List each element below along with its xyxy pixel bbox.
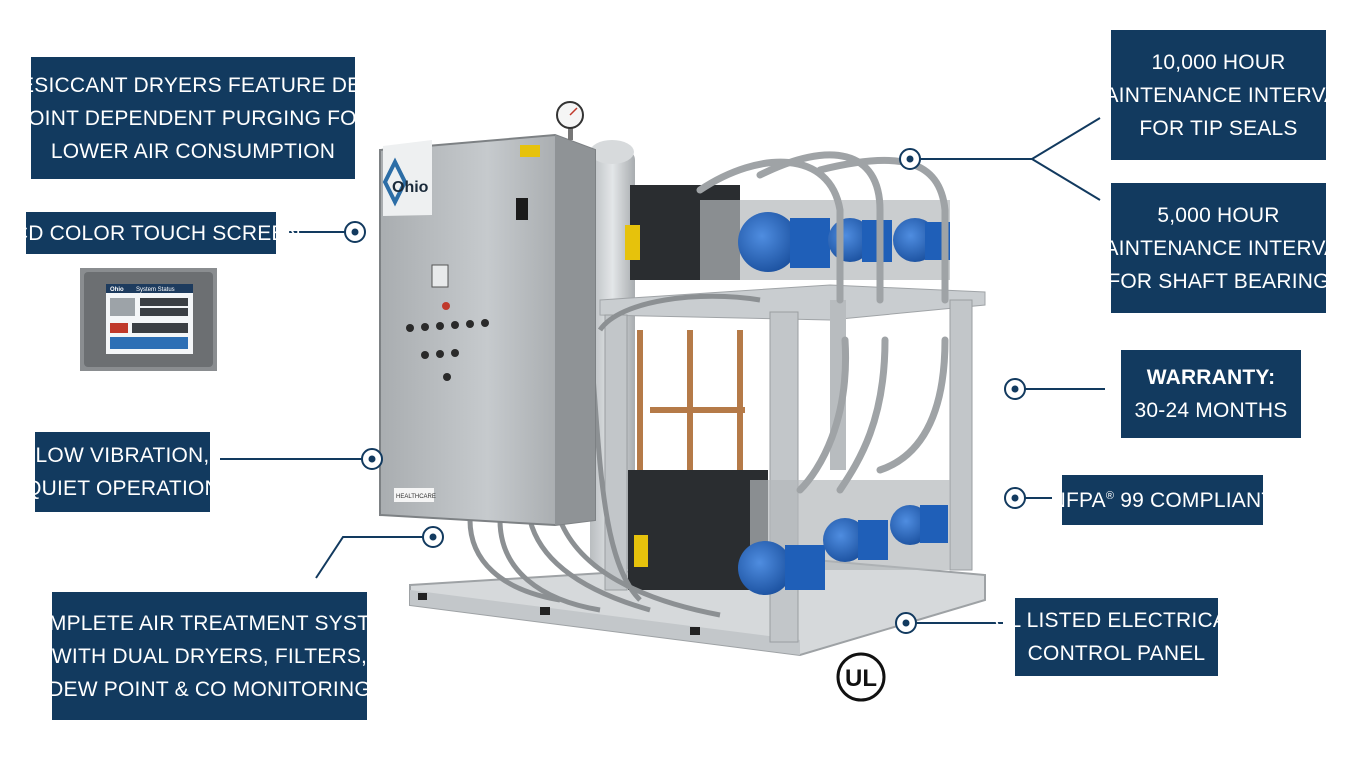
leader-lines (220, 117, 1105, 624)
warranty-title: WARRANTY: (1147, 361, 1276, 394)
callout-shaft-bearing-interval: 5,000 HOUR MAINTENANCE INTERVAL FOR SHAF… (1087, 183, 1350, 313)
callout-line: FOR TIP SEALS (1139, 116, 1298, 140)
lower-compressors (628, 470, 950, 595)
target-marker (361, 448, 383, 470)
lcd-title: System Status (136, 287, 175, 293)
callout-line: POINT DEPENDENT PURGING FOR (13, 106, 373, 130)
motor (738, 541, 825, 595)
warranty-value: 30-24 MONTHS (1134, 399, 1288, 422)
callout-tip-seals-interval: 10,000 HOUR MAINTENANCE INTERVAL FOR TIP… (1087, 30, 1350, 160)
registered-mark: ® (1105, 489, 1115, 502)
callout-line: MAINTENANCE INTERVAL (1086, 83, 1351, 107)
callout-warranty: WARRANTY: 30-24 MONTHS (1121, 350, 1301, 438)
nfpa-prefix: NFPA (1050, 488, 1106, 512)
panel-brand: Ohio (392, 179, 429, 196)
target-marker (344, 221, 366, 243)
callout-line: QUIET OPERATION (25, 477, 220, 500)
callout-line: LOWER AIR CONSUMPTION (50, 139, 336, 163)
control-panel-cabinet: Ohio HEALTHCARE (379, 133, 596, 527)
target-marker (1004, 378, 1026, 400)
callout-line: WITH DUAL DRYERS, FILTERS, (51, 644, 368, 668)
motor (893, 218, 950, 262)
motor (738, 212, 830, 272)
callout-line: NFPA® 99 COMPLIANT (1051, 484, 1275, 517)
callout-line: 5,000 HOUR (1157, 203, 1280, 227)
callout-line: CONTROL PANEL (1027, 642, 1206, 665)
copper-piping (637, 330, 745, 470)
callout-line: DESICCANT DRYERS FEATURE DEW (4, 73, 382, 97)
panel-label: HEALTHCARE (396, 494, 436, 500)
warranty-title-text: WARRANTY: (1146, 366, 1276, 389)
callout-ul-listed-panel: UL LISTED ELECTRICAL CONTROL PANEL (994, 598, 1239, 676)
base-frame (409, 558, 986, 657)
lcd-brand: Ohio (110, 287, 124, 293)
callout-low-vibration: LOW VIBRATION, QUIET OPERATION (25, 432, 220, 512)
callout-nfpa-compliant: NFPA® 99 COMPLIANT (1051, 475, 1274, 525)
target-marker (422, 526, 444, 548)
callout-line: MAINTENANCE INTERVAL (1086, 236, 1351, 260)
lcd-touch-screen-thumbnail: Ohio System Status (80, 268, 217, 371)
target-marker (899, 148, 921, 170)
callout-line: FOR SHAFT BEARING (1107, 269, 1330, 293)
callout-line: LCD COLOR TOUCH SCREEN (1, 221, 302, 245)
target-marker (895, 612, 917, 634)
motor (890, 505, 948, 545)
callout-air-treatment-system: COMPLETE AIR TREATMENT SYSTEM WITH DUAL … (17, 592, 402, 720)
upper-compressors (625, 185, 950, 280)
target-marker (1004, 487, 1026, 509)
callout-desiccant-dryers: DESICCANT DRYERS FEATURE DEW POINT DEPEN… (5, 57, 381, 179)
callout-line: 10,000 HOUR (1151, 50, 1286, 74)
callout-line: DEW POINT & CO MONITORING (48, 677, 371, 701)
pressure-gauge (556, 101, 584, 140)
motor (823, 518, 888, 562)
ul-listed-logo: UL (836, 652, 886, 702)
ul-mark-text: UL (845, 665, 877, 692)
callout-line: UL LISTED ELECTRICAL (994, 609, 1239, 632)
callout-line: LOW VIBRATION, (35, 444, 210, 467)
callout-lcd-touch-screen: LCD COLOR TOUCH SCREEN (1, 212, 301, 254)
nfpa-suffix: 99 COMPLIANT (1114, 488, 1275, 512)
callout-line: COMPLETE AIR TREATMENT SYSTEM (16, 611, 403, 635)
